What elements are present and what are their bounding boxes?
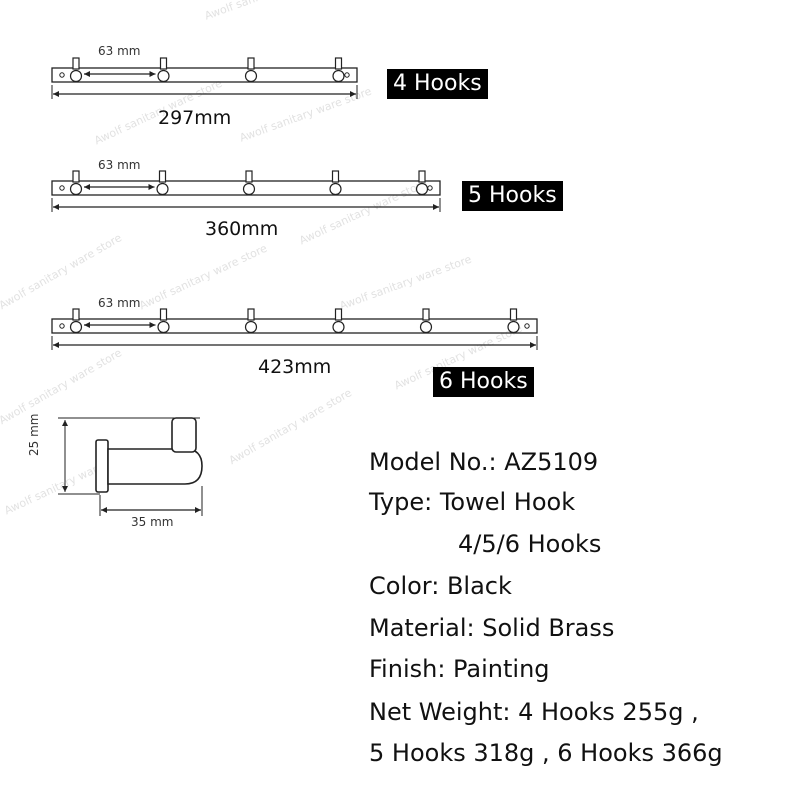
rack-4-length-dimension-arrow-start bbox=[53, 91, 59, 97]
rack-6-hook-knob bbox=[507, 320, 520, 334]
rack-5-hook-knob bbox=[242, 182, 256, 196]
rack-4-hook-knob bbox=[244, 69, 258, 83]
side-view-height-arrow-top bbox=[62, 420, 68, 426]
spec-net-weight-cont: 5 Hooks 318g , 6 Hooks 366g bbox=[369, 739, 723, 767]
rack-4-spacing-dimension-arrow-end bbox=[149, 71, 156, 77]
spec-type: Type: Towel Hook bbox=[369, 488, 576, 516]
rack-5-spacing-dimension-arrow-start bbox=[84, 184, 90, 190]
rack-6-length-label: 423mm bbox=[258, 356, 332, 378]
rack-6-hook-post bbox=[159, 308, 168, 321]
side-view-depth-label: 35 mm bbox=[131, 515, 174, 529]
rack-6-hook-knob bbox=[69, 320, 83, 334]
spec-type-variants: 4/5/6 Hooks bbox=[458, 530, 602, 558]
rack-5-hook-post bbox=[331, 170, 340, 183]
rack-5-hook-knob bbox=[69, 182, 83, 196]
side-view-height-arrow-bottom bbox=[62, 486, 68, 492]
rack-6-hook-knob bbox=[157, 320, 170, 334]
spec-net-weight: Net Weight: 4 Hooks 255g , bbox=[369, 698, 699, 726]
rack-4-length-dimension-arrow-end bbox=[350, 91, 356, 97]
rack-4-hook-knob bbox=[157, 69, 170, 83]
rack-6-hook-knob bbox=[244, 320, 258, 334]
rack-6-spacing-dimension-arrow-start bbox=[84, 322, 90, 328]
rack-6-hook-post bbox=[247, 308, 255, 321]
rack-6-spacing-dimension-arrow-end bbox=[149, 322, 156, 328]
rack-6-hook-post bbox=[509, 308, 518, 321]
rack-6-screw-right bbox=[524, 323, 530, 329]
rack-6-hook-knob bbox=[419, 320, 433, 334]
rack-4-hook-knob bbox=[332, 69, 345, 83]
spec-model: Model No.: AZ5109 bbox=[369, 448, 599, 476]
rack-5-hook-knob bbox=[156, 182, 169, 196]
rack-5-length-dimension-arrow-end bbox=[433, 204, 439, 210]
spec-material: Material: Solid Brass bbox=[369, 614, 615, 642]
side-view-depth-dimension-arrow-start bbox=[101, 507, 107, 513]
rack-6-hook-post bbox=[422, 308, 430, 321]
rack-5-hook-post bbox=[72, 170, 80, 183]
rack-4-hook-post bbox=[159, 57, 168, 70]
rack-4-hook-knob bbox=[69, 69, 83, 83]
rack-5-label: 5 Hooks bbox=[462, 181, 563, 211]
rack-5-hook-post bbox=[158, 170, 167, 183]
rack-6-bar bbox=[51, 318, 538, 334]
spec-finish: Finish: Painting bbox=[369, 655, 550, 683]
side-view-depth-dimension-arrow-end bbox=[195, 507, 201, 513]
rack-5-hook-knob bbox=[329, 182, 342, 196]
side-view-height-label: 25 mm bbox=[27, 413, 41, 456]
rack-6-label: 6 Hooks bbox=[433, 367, 534, 397]
rack-4-hook-post bbox=[72, 57, 80, 70]
rack-4-bar bbox=[51, 67, 358, 83]
rack-6-hook-knob bbox=[332, 320, 345, 334]
rack-6-hook-post bbox=[334, 308, 343, 321]
rack-6-hook-post bbox=[72, 308, 80, 321]
rack-4-hook-post bbox=[334, 57, 343, 70]
rack-4-screw-right bbox=[344, 72, 350, 78]
rack-6-screw-left bbox=[59, 323, 65, 329]
rack-5-screw-right bbox=[427, 185, 433, 191]
rack-5-hook-post bbox=[418, 170, 426, 183]
rack-4-label: 4 Hooks bbox=[387, 69, 488, 99]
side-view-hook-stem bbox=[107, 448, 203, 485]
rack-4-spacing-dimension-arrow-start bbox=[84, 71, 90, 77]
rack-5-length-dimension-arrow-start bbox=[53, 204, 59, 210]
rack-5-length-label: 360mm bbox=[205, 218, 279, 240]
rack-5-spacing-label: 63 mm bbox=[98, 158, 141, 172]
rack-5-hook-post bbox=[245, 170, 253, 183]
rack-6-length-dimension-arrow-start bbox=[53, 342, 59, 348]
rack-4-screw-left bbox=[59, 72, 65, 78]
rack-5-hook-knob bbox=[415, 182, 429, 196]
rack-6-length-dimension-arrow-end bbox=[530, 342, 536, 348]
rack-5-screw-left bbox=[59, 185, 65, 191]
side-view-mount-plate bbox=[95, 439, 109, 493]
spec-color: Color: Black bbox=[369, 572, 512, 600]
side-view-hook-upright bbox=[171, 417, 197, 453]
rack-4-hook-post bbox=[247, 57, 255, 70]
rack-5-spacing-dimension-arrow-end bbox=[148, 184, 155, 190]
rack-4-spacing-label: 63 mm bbox=[98, 44, 141, 58]
rack-4-length-label: 297mm bbox=[158, 107, 232, 129]
rack-6-spacing-label: 63 mm bbox=[98, 296, 141, 310]
